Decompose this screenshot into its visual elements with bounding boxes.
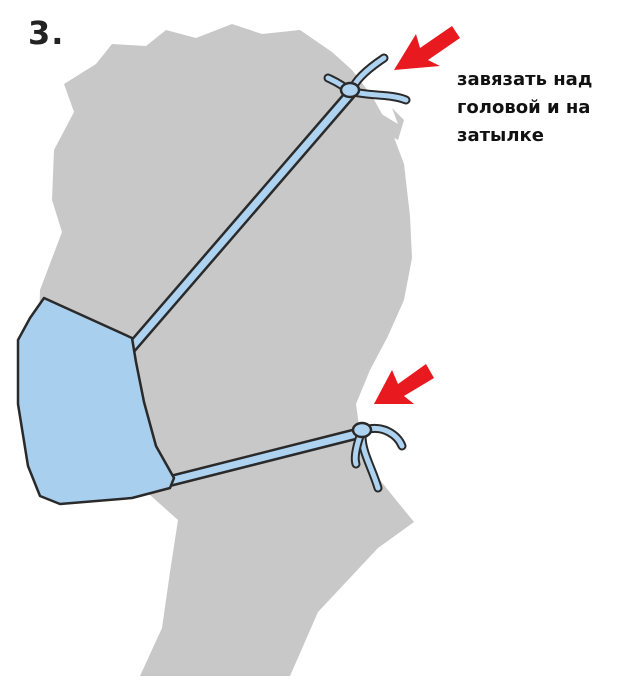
red-arrow-icon	[394, 26, 460, 70]
caption-line: затылке	[457, 125, 544, 146]
mask-seam	[131, 337, 175, 479]
caption-line: головой и на	[457, 97, 591, 118]
hair-tufts	[378, 108, 404, 140]
bottom-knot	[350, 421, 407, 493]
top-knot	[323, 53, 411, 105]
step-number: 3.	[28, 14, 65, 52]
caption-line: завязать над	[457, 69, 593, 90]
red-arrow-icon	[374, 364, 434, 404]
head-silhouette	[36, 24, 414, 676]
instruction-caption: завязать над головой и на затылке	[457, 66, 635, 150]
